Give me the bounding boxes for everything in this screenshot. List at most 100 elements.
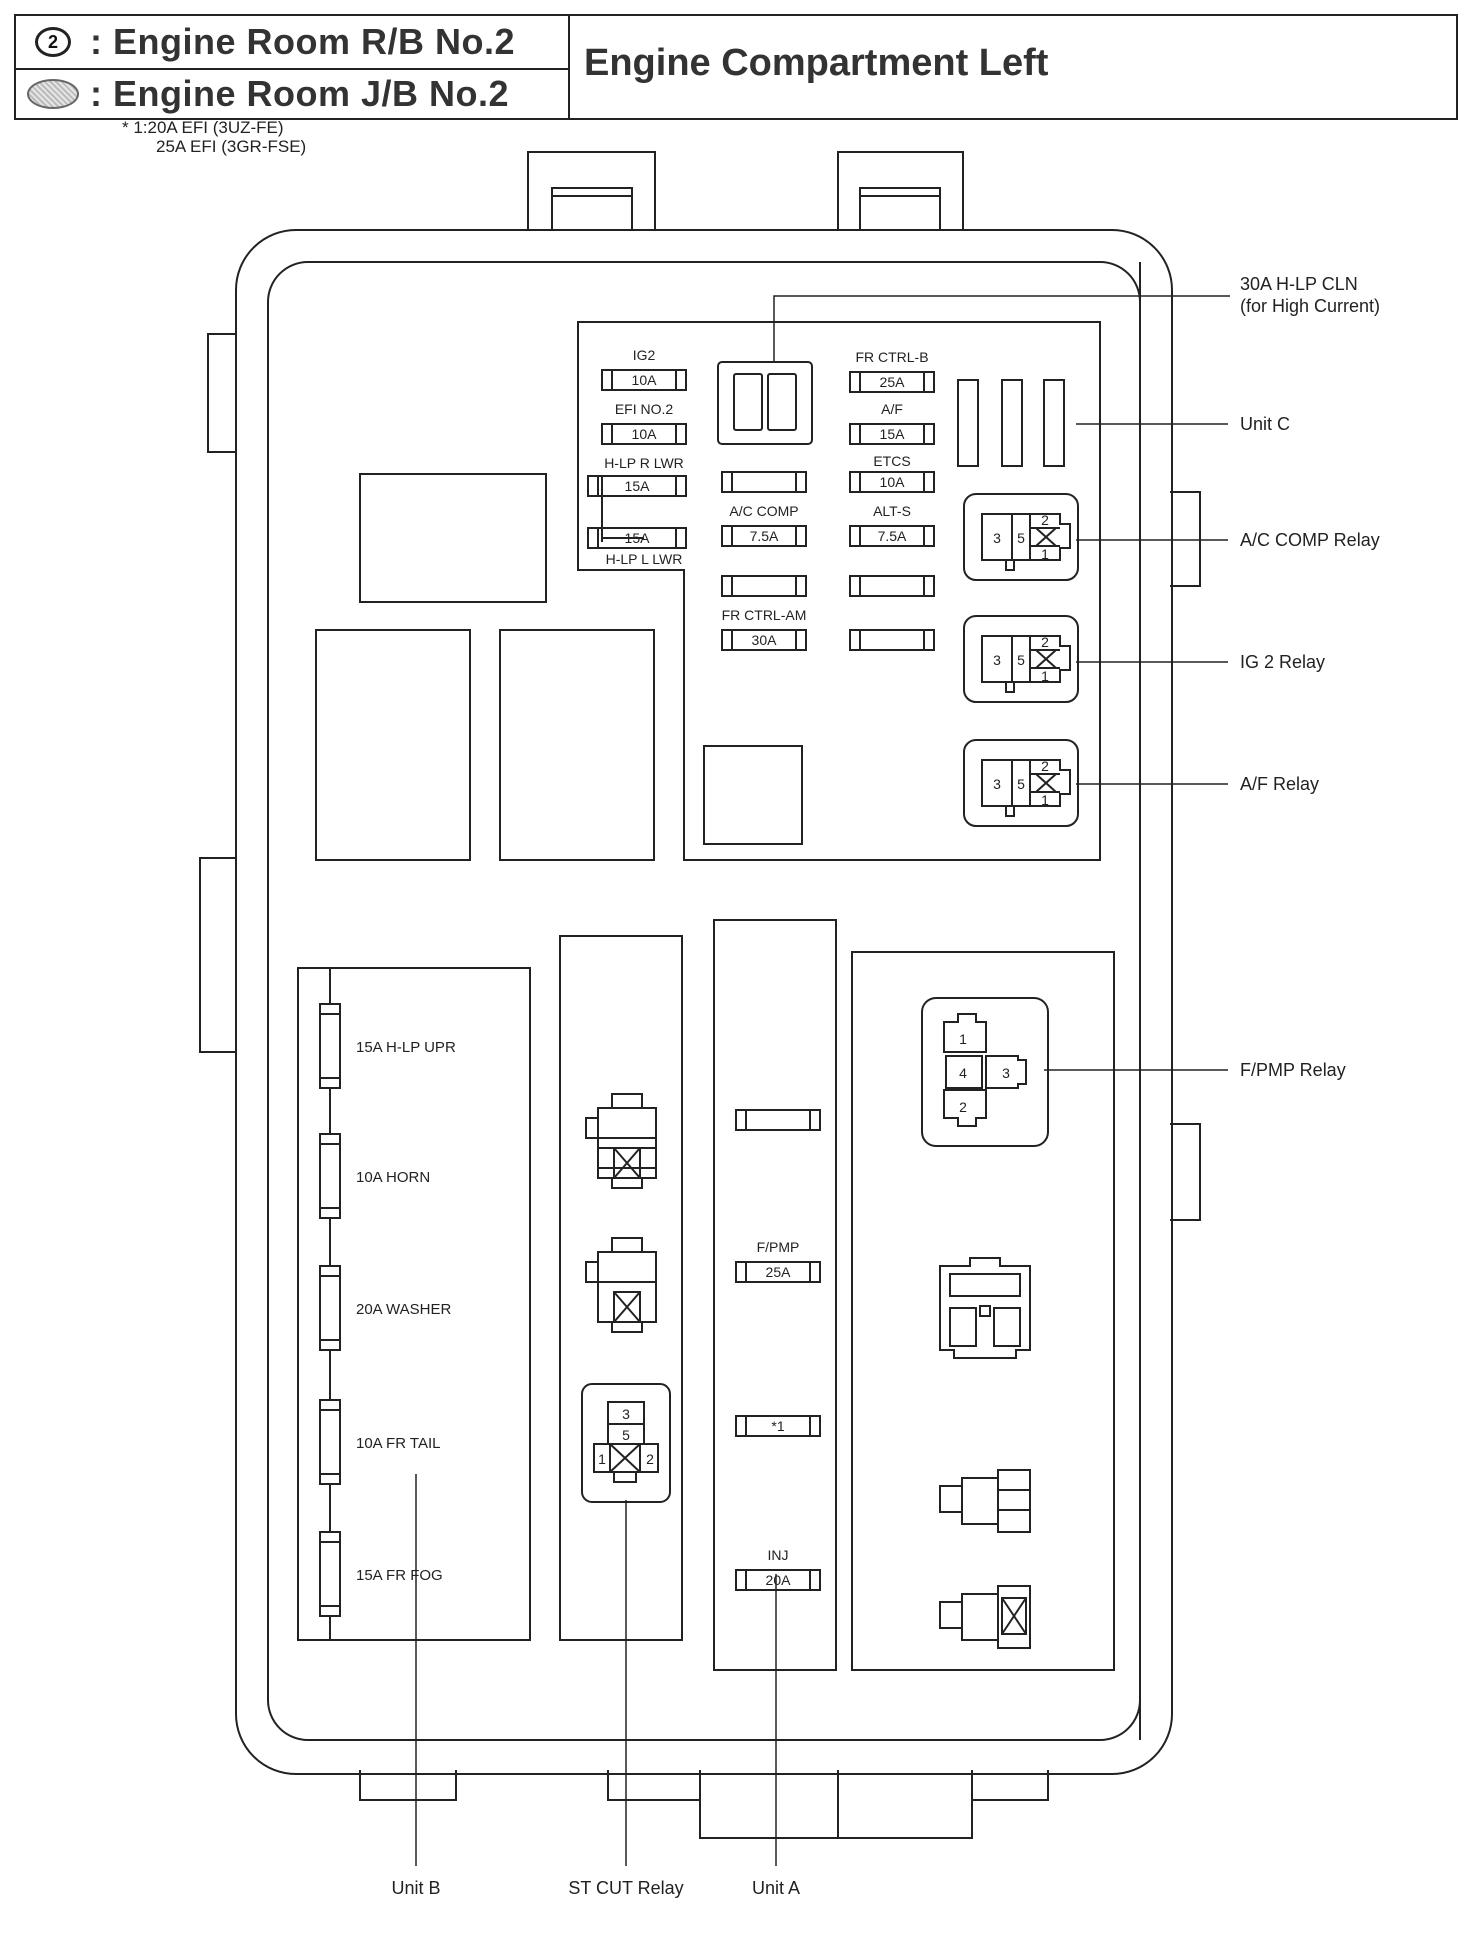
ac-comp-relay-pin: 2 <box>1041 512 1049 528</box>
f-pmp-pin-4: 4 <box>959 1065 967 1081</box>
fuse-h-lp-r-lwr-label: H-LP R LWR <box>604 455 684 471</box>
fuse-fr-ctrl-am-rating: 30A <box>752 632 778 648</box>
fuse-efi-rating: *1 <box>771 1418 784 1434</box>
callout-unit-c: Unit C <box>1240 414 1290 434</box>
unit-b-fuse: 15A H-LP UPR <box>319 1003 456 1089</box>
st-cut-pin-5: 5 <box>622 1427 630 1443</box>
unit-b-fuse-label: 10A FR TAIL <box>356 1435 441 1452</box>
unit-b-fuse: 10A HORN <box>319 1133 430 1219</box>
fuse-efi-no2: 10A EFI NO.2 <box>601 401 687 445</box>
af-relay-pin: 2 <box>1041 758 1049 774</box>
fuse-f-pmp-rating: 25A <box>766 1264 792 1280</box>
relay-socket-3 <box>939 1469 1031 1533</box>
fuse-ig2-rating: 10A <box>632 372 658 388</box>
relay-block-label: : Engine Room R/B No.2 <box>90 21 515 62</box>
footnote: * 1:20A EFI (3UZ-FE) 25A EFI (3GR-FSE) <box>122 118 306 156</box>
unit-a-outline <box>713 919 837 1671</box>
legend-box: 2 : Engine Room R/B No.2 : Engine Room J… <box>14 14 570 120</box>
h-lp-cln-fuse <box>717 361 813 445</box>
fuse-ac-comp-rating: 7.5A <box>750 528 779 544</box>
blank-block-4 <box>703 745 803 845</box>
st-cut-pin-3: 3 <box>622 1406 630 1422</box>
f-pmp-pin-1: 1 <box>959 1031 967 1047</box>
fuse-etcs: 10A ETCS <box>849 453 935 493</box>
footnote-line-2: 25A EFI (3GR-FSE) <box>156 137 307 156</box>
junction-block-label: : Engine Room J/B No.2 <box>90 73 510 114</box>
fuse-inj: 20A INJ <box>735 1547 821 1591</box>
housing-outer <box>235 229 1173 1775</box>
top-tab-left <box>527 151 656 230</box>
fuse-fr-ctrl-b: 25A FR CTRL-B <box>849 349 935 393</box>
fuse-efi-no2-rating: 10A <box>632 426 658 442</box>
upper-fuse-area <box>577 321 1101 861</box>
fuse-af-label: A/F <box>881 401 903 417</box>
unit-b-fuse-label: 10A HORN <box>356 1169 430 1186</box>
bottom-tab-4 <box>837 1770 973 1839</box>
unit-b-fuse: 10A FR TAIL <box>319 1399 441 1485</box>
callout-unit-b: Unit B <box>391 1878 440 1898</box>
relay-socket-2 <box>585 1237 657 1333</box>
side-tab-left-2 <box>199 857 236 1053</box>
unit-b-fuse: 15A FR FOG <box>319 1531 443 1617</box>
side-tab-right-1 <box>1170 491 1201 587</box>
ac-comp-relay-pin: 5 <box>1017 530 1025 546</box>
housing-inner <box>267 261 1141 1741</box>
top-tab-right <box>837 151 964 230</box>
f-pmp-relay: 1 4 3 2 <box>921 997 1049 1147</box>
fuse-efi-no2-label: EFI NO.2 <box>615 401 674 417</box>
f-pmp-pin-2: 2 <box>959 1099 967 1115</box>
fuse-ig2-label: IG2 <box>633 347 656 363</box>
callout-ig2-relay: IG 2 Relay <box>1240 652 1325 672</box>
st-cut-pin-1: 1 <box>598 1451 606 1467</box>
unit-b-fuse-label: 15A H-LP UPR <box>356 1039 456 1056</box>
af-relay-pin: 3 <box>993 776 1001 792</box>
blank-block-3 <box>499 629 655 861</box>
fuse-h-lp-l-lwr-label: H-LP L LWR <box>606 551 683 567</box>
ac-comp-relay-pin: 1 <box>1041 546 1049 562</box>
relay-socket-1 <box>585 1093 657 1189</box>
bottom-tab-5 <box>971 1770 1049 1801</box>
fuse-f-pmp: 25A F/PMP <box>735 1239 821 1283</box>
bottom-tab-1 <box>359 1770 457 1801</box>
fuse-inj-rating: 20A <box>766 1572 792 1588</box>
callout-af-relay: A/F Relay <box>1240 774 1319 794</box>
callout-ac-comp-relay: A/C COMP Relay <box>1240 530 1380 550</box>
fuse-af-rating: 15A <box>880 426 906 442</box>
unit-b-fuse-label: 20A WASHER <box>356 1301 451 1318</box>
fuse-f-pmp-label: F/PMP <box>757 1239 800 1255</box>
fuse-spare-4 <box>849 629 935 651</box>
fuse-ig2: 10A IG2 <box>601 347 687 391</box>
large-relay-socket <box>939 1257 1031 1359</box>
st-cut-pin-2: 2 <box>646 1451 654 1467</box>
fuse-fr-ctrl-am-label: FR CTRL-AM <box>722 607 807 623</box>
fuse-fr-ctrl-b-label: FR CTRL-B <box>855 349 928 365</box>
ig2-relay-pin: 3 <box>993 652 1001 668</box>
af-relay-pin: 5 <box>1017 776 1025 792</box>
title-box: Engine Compartment Left <box>568 14 1458 120</box>
callout-st-cut-relay: ST CUT Relay <box>568 1878 683 1898</box>
callout-f-pmp-relay: F/PMP Relay <box>1240 1060 1346 1080</box>
fuse-fr-ctrl-b-rating: 25A <box>880 374 906 390</box>
fuse-etcs-rating: 10A <box>880 474 906 490</box>
fuse-inj-label: INJ <box>768 1547 789 1563</box>
fuse-efi: *1 <box>735 1415 821 1437</box>
st-cut-area-outline <box>559 935 683 1641</box>
bottom-tab-3 <box>699 1770 839 1839</box>
legend-row-relay-block: 2 : Engine Room R/B No.2 <box>16 16 568 70</box>
leader-lines <box>415 295 1230 1866</box>
fuse-etcs-label: ETCS <box>873 453 910 469</box>
fuse-ac-comp: 7.5AA/C COMP <box>721 503 807 547</box>
callout-unit-a: Unit A <box>752 1878 800 1898</box>
fuse-alt-s-rating: 7.5A <box>878 528 907 544</box>
blank-block-1 <box>359 473 547 603</box>
ig2-relay-pin: 2 <box>1041 634 1049 650</box>
ig2-relay-pin: 5 <box>1017 652 1025 668</box>
unit-c-strips <box>957 379 1065 467</box>
legend-row-junction-block: : Engine Room J/B No.2 <box>16 68 568 120</box>
ac-comp-relay-pin: 3 <box>993 530 1001 546</box>
